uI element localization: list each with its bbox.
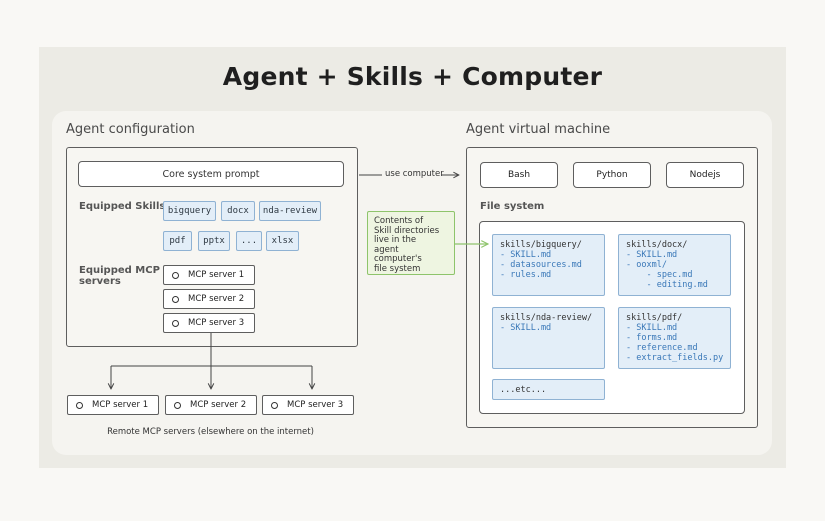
skill-directories-note: Contents of Skill directories live in th… bbox=[367, 211, 455, 275]
agent-configuration-heading: Agent configuration bbox=[66, 122, 195, 137]
remote-mcp-caption: Remote MCP servers (elsewhere on the int… bbox=[107, 427, 314, 437]
skill-chip-docx: docx bbox=[221, 201, 255, 221]
fs-skills-nda-review: skills/nda-review/ - SKILL.md bbox=[492, 307, 605, 369]
server-dot-icon bbox=[172, 271, 179, 279]
fs-skills-pdf: skills/pdf/ - SKILL.md - forms.md - refe… bbox=[618, 307, 731, 369]
diagram-title: Agent + Skills + Computer bbox=[222, 62, 603, 91]
tool-python: Python bbox=[573, 162, 651, 188]
remote-mcp-server-1: MCP server 1 bbox=[67, 395, 159, 415]
skill-chip-bigquery: bigquery bbox=[163, 201, 216, 221]
remote-mcp-server-2: MCP server 2 bbox=[165, 395, 257, 415]
agent-vm-heading: Agent virtual machine bbox=[466, 122, 611, 137]
skill-chip-pptx: pptx bbox=[198, 231, 230, 251]
equipped-mcp-server-1: MCP server 1 bbox=[163, 265, 255, 285]
server-dot-icon bbox=[76, 401, 83, 409]
equipped-mcp-server-3: MCP server 3 bbox=[163, 313, 255, 333]
server-dot-icon bbox=[174, 401, 181, 409]
remote-mcp-server-3: MCP server 3 bbox=[262, 395, 354, 415]
fs-skills-bigquery: skills/bigquery/ - SKILL.md - datasource… bbox=[492, 234, 605, 296]
equipped-skills-label: Equipped Skills bbox=[79, 201, 166, 212]
fs-skills-docx: skills/docx/ - SKILL.md - ooxml/ - spec.… bbox=[618, 234, 731, 296]
skill-chip-nda-review: nda-review bbox=[259, 201, 321, 221]
server-dot-icon bbox=[172, 319, 179, 327]
tool-bash: Bash bbox=[480, 162, 558, 188]
fs-etc: ...etc... bbox=[492, 379, 605, 400]
server-dot-icon bbox=[271, 401, 278, 409]
core-system-prompt-box: Core system prompt bbox=[78, 161, 344, 187]
skill-chip-xlsx: xlsx bbox=[266, 231, 299, 251]
use-computer-label: use computer bbox=[385, 169, 444, 179]
equipped-mcp-label: Equipped MCP servers bbox=[79, 265, 160, 287]
skill-chip-pdf: pdf bbox=[163, 231, 192, 251]
equipped-mcp-server-2: MCP server 2 bbox=[163, 289, 255, 309]
tool-nodejs: Nodejs bbox=[666, 162, 744, 188]
file-system-label: File system bbox=[480, 201, 545, 212]
skill-chip-more: ... bbox=[236, 231, 262, 251]
server-dot-icon bbox=[172, 295, 179, 303]
